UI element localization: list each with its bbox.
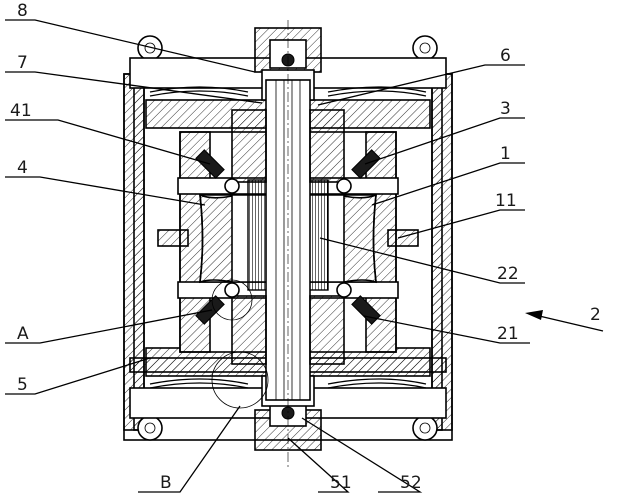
label-41: 41 xyxy=(10,101,32,121)
disc-springs xyxy=(149,86,427,389)
label-4: 4 xyxy=(17,158,28,178)
label-22: 22 xyxy=(497,264,519,284)
leader-lines xyxy=(5,19,604,493)
label-1: 1 xyxy=(500,144,511,164)
label-11: 11 xyxy=(495,191,517,211)
central-shaft-stack xyxy=(231,79,345,401)
arrow-head xyxy=(525,310,543,320)
label-51: 51 xyxy=(330,473,352,493)
label-a: A xyxy=(17,324,29,344)
label-5: 5 xyxy=(17,375,28,395)
label-b: B xyxy=(160,473,172,493)
label-2: 2 xyxy=(590,305,601,325)
label-52: 52 xyxy=(400,473,422,493)
label-3: 3 xyxy=(500,99,511,119)
label-8: 8 xyxy=(17,1,28,21)
label-7: 7 xyxy=(17,53,28,73)
label-21: 21 xyxy=(497,324,519,344)
part-labels: 8 7 41 4 A 5 B 6 3 1 11 22 2 21 51 52 xyxy=(10,1,601,493)
detail-circles xyxy=(211,279,269,409)
label-6: 6 xyxy=(500,46,511,66)
